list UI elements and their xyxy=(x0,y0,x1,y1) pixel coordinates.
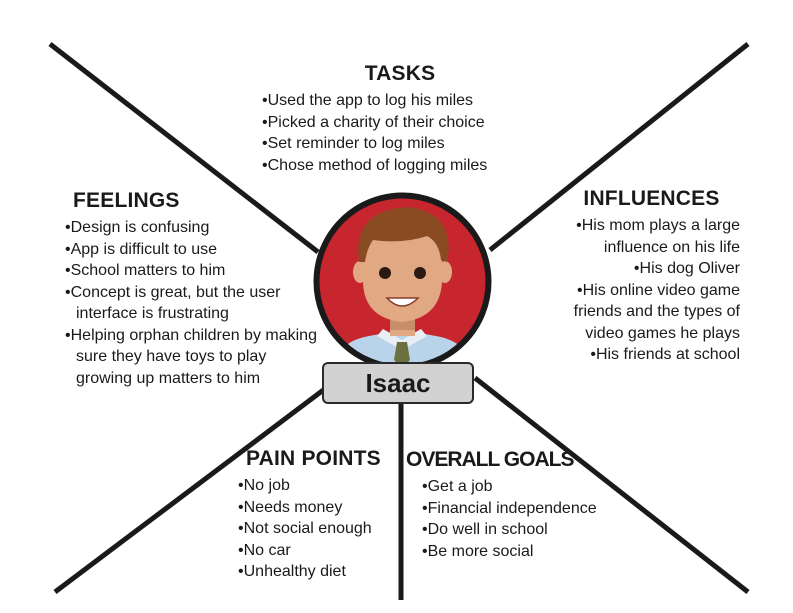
list-item: Chose method of logging miles xyxy=(262,155,552,177)
list-item: No job xyxy=(238,475,398,497)
list-item: Helping orphan children by making sure t… xyxy=(65,325,325,390)
list-item: Needs money xyxy=(238,497,398,519)
list-item: Be more social xyxy=(422,541,626,563)
list-item: Unhealthy diet xyxy=(238,561,398,583)
list-item: His online video game friends and the ty… xyxy=(545,280,740,345)
list-item: Design is confusing xyxy=(65,217,325,239)
face-shape xyxy=(363,218,442,322)
list-item: Not social enough xyxy=(238,518,398,540)
list-item: School matters to him xyxy=(65,260,325,282)
persona-nameplate: Isaac xyxy=(322,362,474,404)
influences-heading: INFLUENCES xyxy=(583,187,720,210)
overall-goals-heading: OVERALL GOALS xyxy=(406,448,574,471)
list-item: No car xyxy=(238,540,398,562)
influences-list: His mom plays a large influence on his l… xyxy=(545,215,740,366)
list-item: Get a job xyxy=(422,476,626,498)
list-item: Used the app to log his miles xyxy=(262,90,552,112)
list-item: Financial independence xyxy=(422,498,626,520)
feelings-section: FEELINGS Design is confusing App is diff… xyxy=(65,189,325,389)
influences-section: INFLUENCES His mom plays a large influen… xyxy=(545,187,740,366)
persona-name: Isaac xyxy=(365,368,431,398)
overall-goals-section: OVERALL GOALS Get a job Financial indepe… xyxy=(406,448,626,562)
divider-top-right xyxy=(488,42,750,252)
pain-points-section: PAIN POINTS No job Needs money Not socia… xyxy=(238,447,398,583)
list-item: His mom plays a large influence on his l… xyxy=(545,215,740,258)
tasks-list: Used the app to log his miles Picked a c… xyxy=(262,90,552,176)
divider-bottom-left xyxy=(53,383,332,594)
eye-left xyxy=(379,267,391,279)
feelings-list: Design is confusing App is difficult to … xyxy=(65,217,325,389)
eye-right xyxy=(414,267,426,279)
tie-shape xyxy=(394,342,410,368)
tasks-section: TASKS Used the app to log his miles Pick… xyxy=(262,62,552,176)
pain-points-heading: PAIN POINTS xyxy=(246,447,381,470)
list-item: His friends at school xyxy=(545,344,740,366)
list-item: Set reminder to log miles xyxy=(262,133,552,155)
feelings-heading: FEELINGS xyxy=(73,189,180,212)
tasks-heading: TASKS xyxy=(364,62,436,85)
list-item: His dog Oliver xyxy=(545,258,740,280)
mouth-shape xyxy=(385,297,420,307)
hair-shape xyxy=(358,207,449,262)
list-item: Picked a charity of their choice xyxy=(262,112,552,134)
overall-goals-list: Get a job Financial independence Do well… xyxy=(422,476,626,562)
persona-avatar xyxy=(313,192,492,371)
list-item: Do well in school xyxy=(422,519,626,541)
list-item: Concept is great, but the user interface… xyxy=(65,282,325,325)
list-item: App is difficult to use xyxy=(65,239,325,261)
pain-points-list: No job Needs money Not social enough No … xyxy=(238,475,398,583)
